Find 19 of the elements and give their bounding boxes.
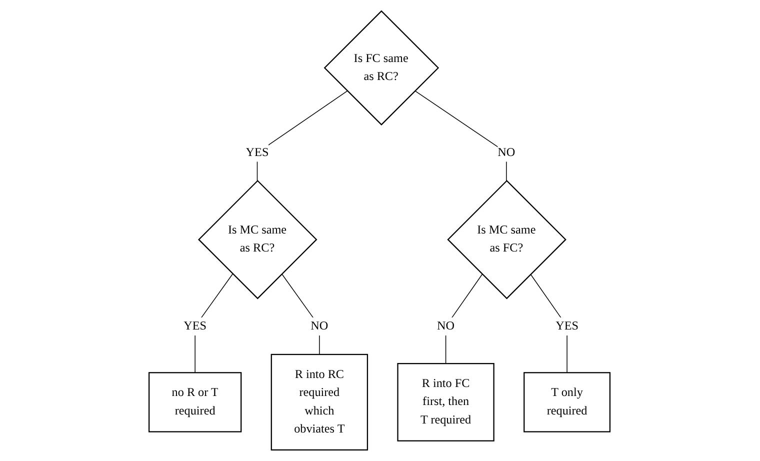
node-box: R into RC required which obviates T	[271, 354, 368, 450]
connector	[415, 90, 508, 182]
edge-label: NO	[438, 320, 456, 333]
connector	[446, 274, 484, 364]
node-diamond: Is MC same as FC?	[448, 180, 567, 300]
node-box: no R or T required	[148, 372, 242, 432]
node-box: T only required	[524, 372, 611, 432]
edge-label: YES	[184, 320, 208, 333]
connector	[195, 274, 234, 374]
connector	[282, 274, 320, 355]
edge-label: NO	[498, 146, 516, 159]
edge-label: YES	[556, 320, 579, 333]
node-diamond: Is FC same as RC?	[324, 10, 440, 126]
node-box: R into FC first, then T required	[398, 363, 495, 442]
connector	[257, 90, 348, 182]
connector	[530, 274, 568, 374]
edge-label: NO	[311, 320, 329, 333]
node-diamond: Is MC same as RC?	[198, 180, 318, 300]
edge-label: YES	[246, 146, 270, 159]
